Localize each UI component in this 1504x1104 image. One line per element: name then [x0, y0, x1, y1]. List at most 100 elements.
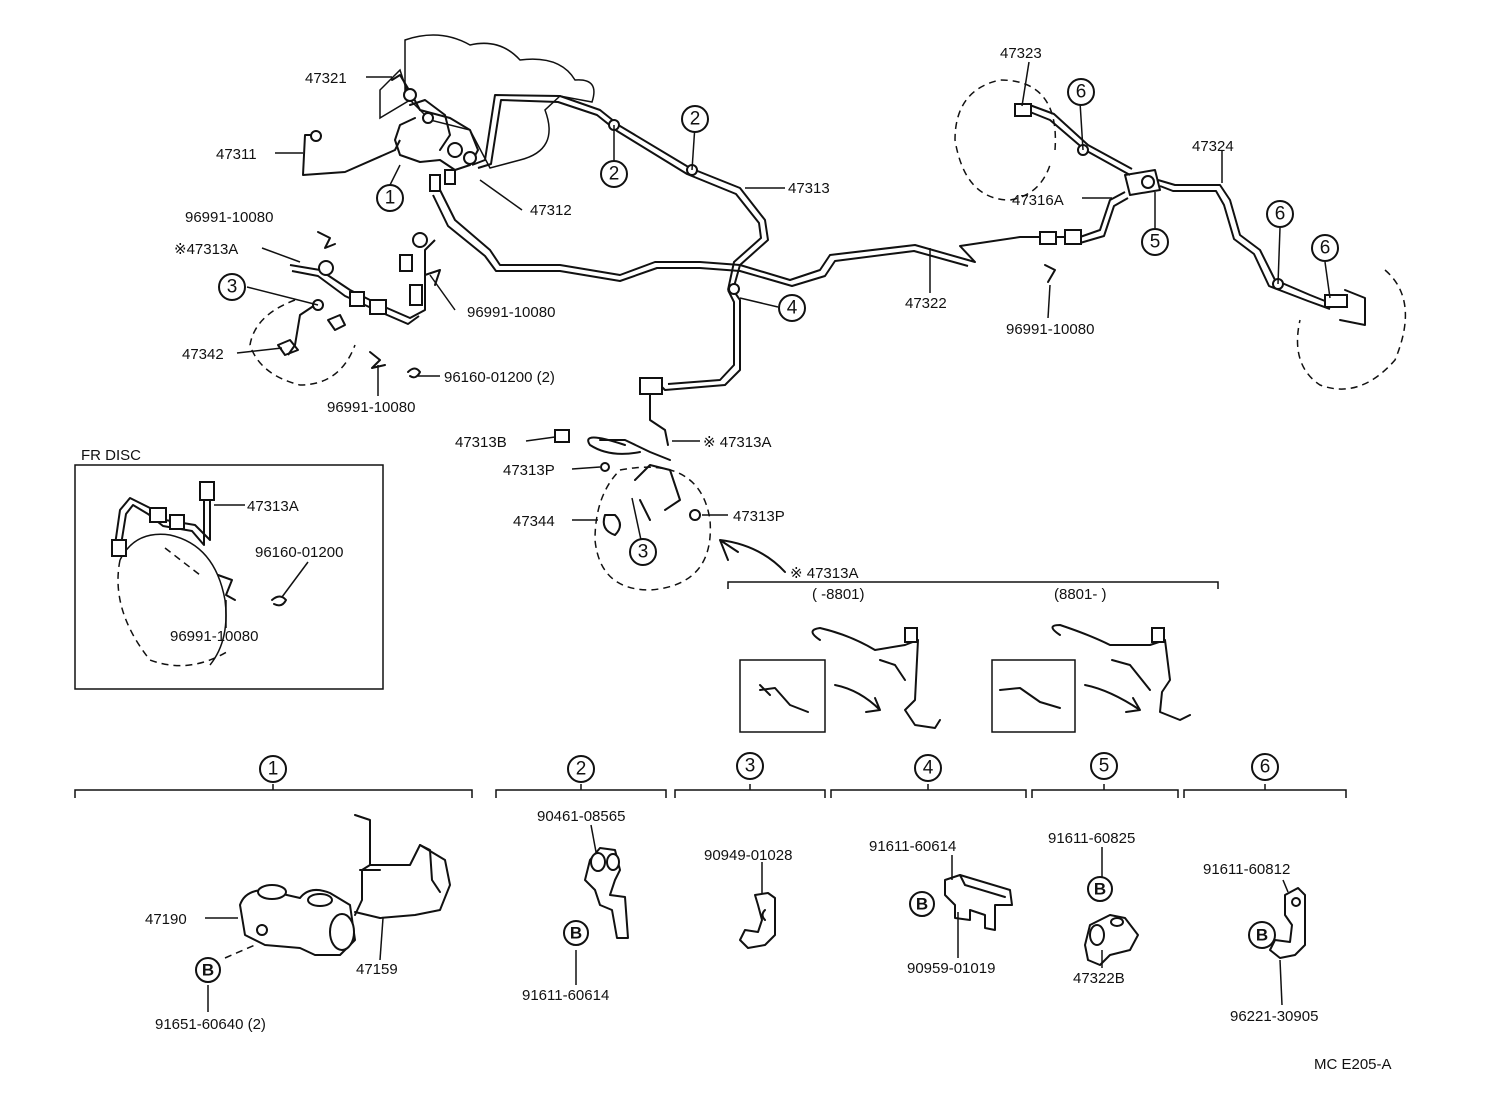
callout-number: 5	[1099, 756, 1110, 777]
variant-bracket	[727, 581, 1219, 589]
label-range-before-8801: ( -8801)	[812, 586, 865, 603]
clip-96991-b	[424, 269, 441, 286]
callout-number: 3	[227, 277, 238, 298]
callout-number: 3	[638, 542, 649, 563]
callout-2-a: 2	[600, 160, 628, 188]
callout-number: 1	[385, 188, 396, 209]
pipe-47313	[471, 94, 769, 291]
label-47313A-arrow: ※ 47313A	[790, 565, 858, 582]
pipe-47322	[1079, 191, 1126, 238]
callout-4-top: 4	[778, 294, 806, 322]
callout-number: 4	[923, 758, 934, 779]
callout-number: 5	[1150, 232, 1161, 253]
inset-fr-disc	[74, 464, 384, 690]
bolt-letter: B	[1094, 880, 1106, 899]
label-47322: 47322	[905, 295, 947, 312]
bottom-group-brackets	[74, 784, 1347, 798]
label-91611-60614-a: 91611-60614	[522, 987, 609, 1004]
callout-6-a: 6	[1067, 78, 1095, 106]
label-96991-10080-b: 96991-10080	[467, 304, 555, 321]
label-47313P-a: 47313P	[503, 462, 555, 479]
label-96991-10080-d: 96991-10080	[1006, 321, 1094, 338]
drum-rear-right-lower	[1296, 269, 1407, 390]
part-90461-08565	[575, 824, 629, 985]
label-47321: 47321	[305, 70, 347, 87]
variant-detail-a	[739, 627, 941, 733]
callout-number: 2	[576, 759, 587, 780]
label-96221-30905: 96221-30905	[1230, 1008, 1318, 1025]
label-47313P-b: 47313P	[733, 508, 785, 525]
bolt-letter: B	[916, 895, 928, 914]
callout-3-rear: 3	[629, 538, 657, 566]
bolt-marker-5: B	[1087, 876, 1113, 902]
group-callout-5: 5	[1090, 752, 1118, 780]
part-90959-01019	[944, 855, 1013, 958]
callout-5-top: 5	[1141, 228, 1169, 256]
detail-arrow	[719, 539, 786, 573]
label-47190: 47190	[145, 911, 187, 928]
bolt-marker-6: B	[1248, 921, 1276, 949]
label-47313: 47313	[788, 180, 830, 197]
label-91611-60825: 91611-60825	[1048, 830, 1135, 847]
callout-number: 6	[1275, 204, 1286, 225]
label-90949-01028: 90949-01028	[704, 847, 792, 864]
bolt-letter: B	[202, 961, 214, 980]
front-left-disc	[249, 232, 436, 386]
rear-disc-assembly	[554, 429, 712, 591]
inset-title: FR DISC	[81, 447, 141, 464]
callout-number: 6	[1076, 82, 1087, 103]
clip-96991-a	[317, 231, 336, 249]
variant-detail-b	[991, 624, 1191, 733]
part-96221-30905	[1269, 879, 1306, 1006]
group-callout-6: 6	[1251, 753, 1279, 781]
label-range-after-8801: (8801- )	[1054, 586, 1107, 603]
label-47159: 47159	[356, 961, 398, 978]
callout-3-left: 3	[218, 273, 246, 301]
label-47323: 47323	[1000, 45, 1042, 62]
callout-6-c: 6	[1311, 234, 1339, 262]
label-91651-60640: 91651-60640 (2)	[155, 1016, 266, 1033]
label-96991-10080-a: 96991-10080	[185, 209, 273, 226]
pipe-lower-run	[439, 189, 1080, 281]
bolt-marker-4: B	[909, 891, 935, 917]
leader-lines	[236, 61, 1331, 541]
label-47311: 47311	[216, 146, 257, 163]
label-91611-60812: 91611-60812	[1203, 861, 1290, 878]
callout-number: 3	[745, 756, 756, 777]
part-47190-47159	[205, 814, 451, 1012]
part-90949-01028	[739, 862, 776, 949]
group-callout-4: 4	[914, 754, 942, 782]
group-callout-1: 1	[259, 755, 287, 783]
label-47342: 47342	[182, 346, 224, 363]
callout-number: 6	[1320, 238, 1331, 259]
inset-label-47313A: 47313A	[247, 498, 299, 515]
label-96991-10080-c: 96991-10080	[327, 399, 415, 416]
tee-47316A	[1124, 169, 1161, 196]
label-47344: 47344	[513, 513, 555, 530]
label-47313A-rear: ※ 47313A	[703, 434, 771, 451]
inset-label-96991-10080: 96991-10080	[170, 628, 258, 645]
label-47316A: 47316A	[1012, 192, 1064, 209]
label-47322B: 47322B	[1073, 970, 1125, 987]
bolt-marker-2: B	[563, 920, 589, 946]
label-90959-01019: 90959-01019	[907, 960, 995, 977]
label-90461-08565: 90461-08565	[537, 808, 625, 825]
callout-number: 4	[787, 298, 798, 319]
label-47313B: 47313B	[455, 434, 507, 451]
callout-6-b: 6	[1266, 200, 1294, 228]
callout-2-b: 2	[681, 105, 709, 133]
bolt-marker-1: B	[195, 957, 221, 983]
label-91611-60614-b: 91611-60614	[869, 838, 956, 855]
callout-number: 2	[609, 164, 620, 185]
diagram-code: MC E205-A	[1314, 1056, 1392, 1073]
drum-rear-right-upper	[954, 79, 1057, 201]
callout-number: 2	[690, 109, 701, 130]
label-47312: 47312	[530, 202, 572, 219]
label-47324: 47324	[1192, 138, 1234, 155]
part-47322B	[1084, 847, 1139, 968]
bolt-letter: B	[570, 924, 582, 943]
master-cylinder-assembly	[379, 34, 595, 192]
callout-number: 6	[1260, 757, 1271, 778]
